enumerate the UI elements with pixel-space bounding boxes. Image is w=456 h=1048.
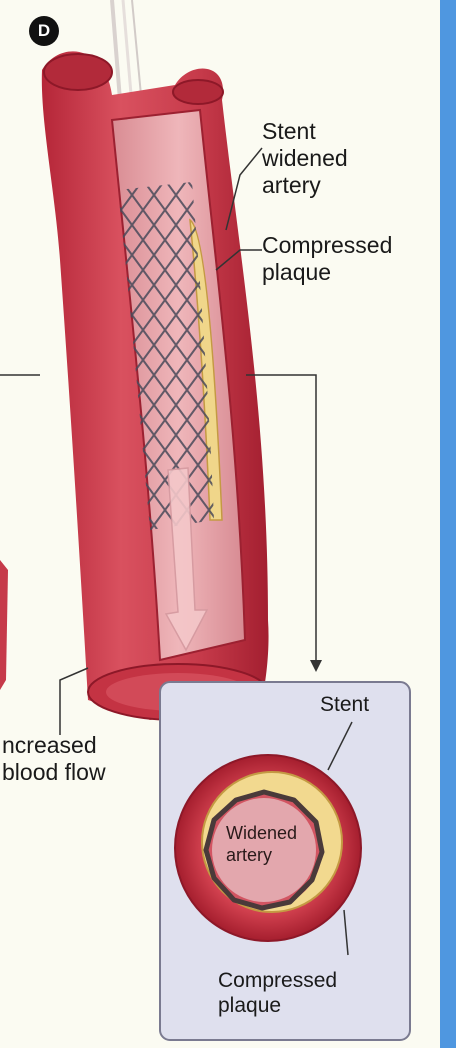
inset-label-widened-artery: Widened artery: [226, 822, 297, 866]
inset-pointer-arrow: [310, 660, 322, 672]
label-line: plaque: [262, 259, 392, 286]
label-line: widened: [262, 145, 348, 172]
label-increased-blood-flow: ncreased blood flow: [2, 732, 106, 786]
label-line: artery: [226, 844, 297, 866]
label-compressed-plaque: Compressed plaque: [262, 232, 392, 286]
artery-top-opening: [44, 54, 112, 90]
label-line: Widened: [226, 822, 297, 844]
side-strip: [440, 0, 456, 1048]
stent-diagram: [0, 0, 440, 1048]
inset-label-stent: Stent: [320, 692, 369, 717]
inset-label-compressed-plaque: Compressed plaque: [218, 968, 337, 1018]
label-line: ncreased: [2, 732, 106, 759]
panel-letter-badge: D: [29, 16, 59, 46]
left-artery-fragment: [0, 560, 8, 690]
label-line: plaque: [218, 993, 337, 1018]
label-line: Compressed: [262, 232, 392, 259]
label-line: Compressed: [218, 968, 337, 993]
label-line: Stent: [262, 118, 348, 145]
label-line: blood flow: [2, 759, 106, 786]
label-line: artery: [262, 172, 348, 199]
label-stent-widened-artery: Stent widened artery: [262, 118, 348, 199]
